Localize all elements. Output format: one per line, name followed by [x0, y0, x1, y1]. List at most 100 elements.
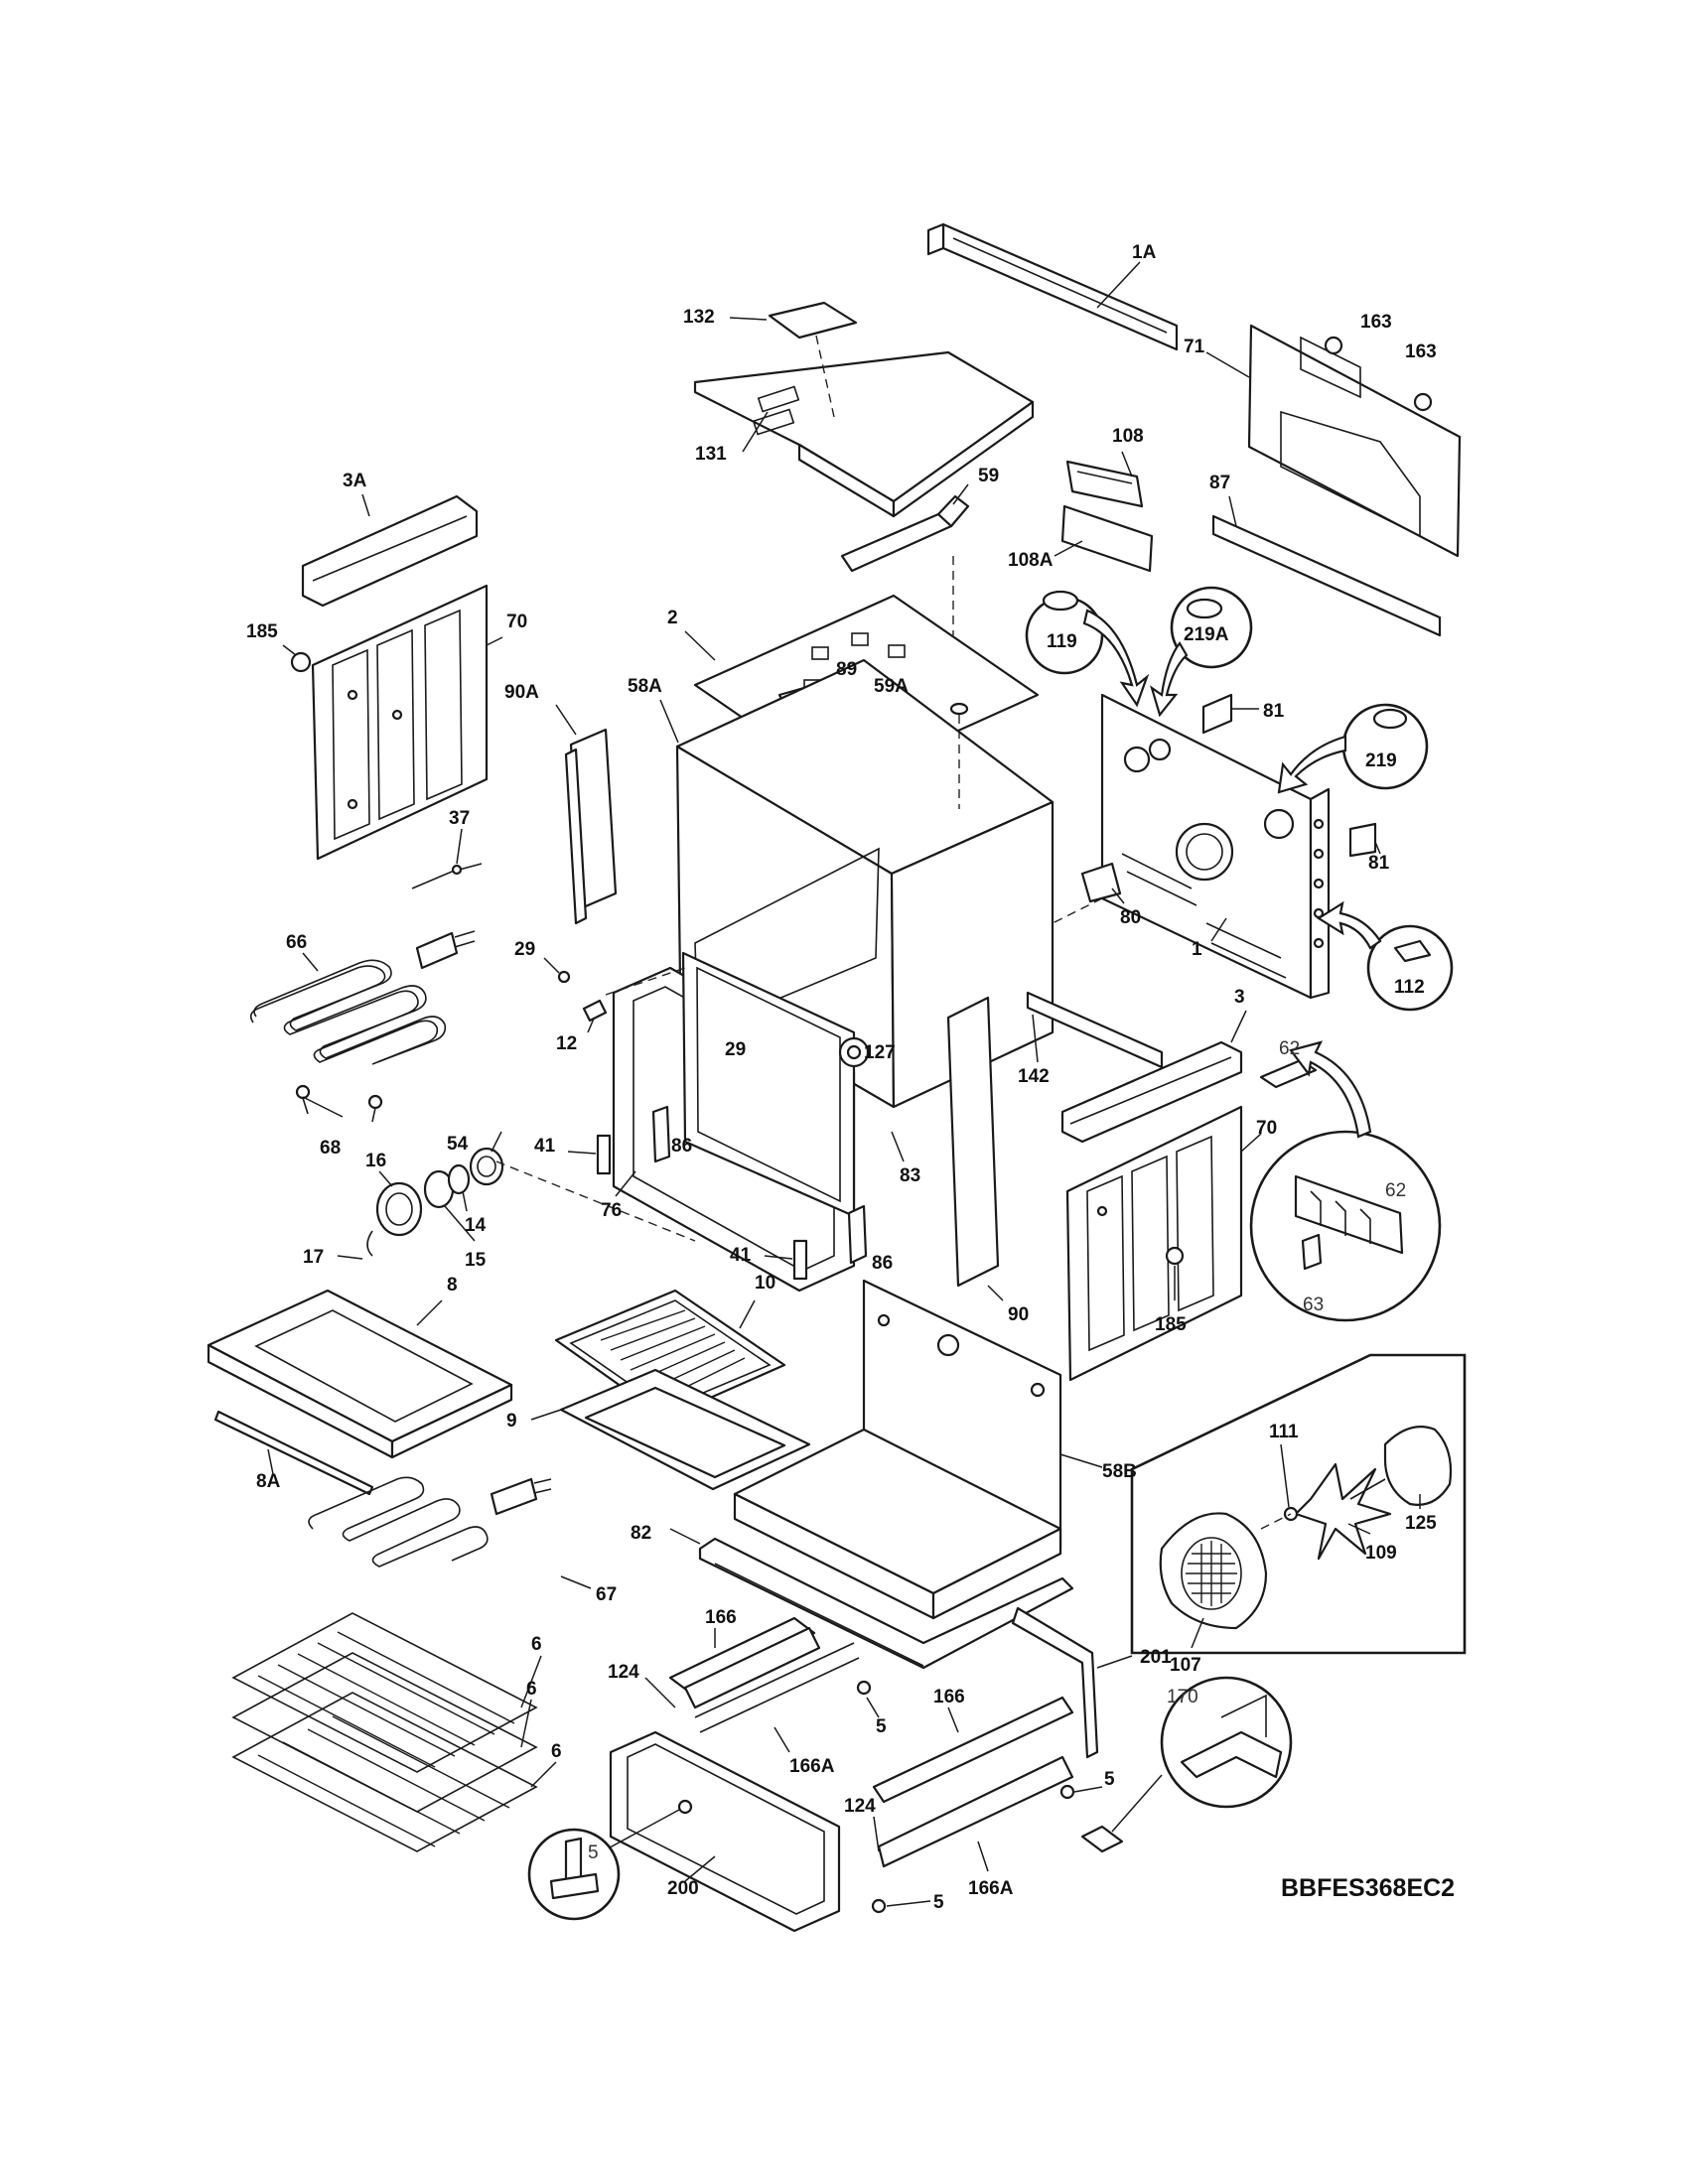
callout-132: 132: [683, 307, 715, 328]
callout-87: 87: [1209, 473, 1230, 493]
callout-90: 90: [1008, 1304, 1029, 1325]
part-90a-strip: [555, 704, 618, 925]
callout-16: 16: [365, 1151, 386, 1171]
part-8-door: [207, 1289, 513, 1496]
callout-131: 131: [695, 444, 727, 465]
callout-112: 112: [1394, 977, 1425, 998]
part-132-cover-plate: [729, 301, 858, 418]
callout-111: 111: [1269, 1422, 1299, 1442]
callout-59: 59: [978, 466, 999, 486]
part-41-hinge-left: [567, 1134, 808, 1281]
callout-109: 109: [1365, 1543, 1397, 1564]
part-66-broil-element: [249, 930, 476, 1065]
callout-41: 41: [534, 1136, 556, 1157]
part-83-shield: [891, 1131, 905, 1162]
callout-3: 3: [1234, 987, 1245, 1008]
callout-6: 6: [551, 1741, 562, 1762]
callout-71: 71: [1184, 337, 1205, 357]
callout-8a: 8A: [256, 1471, 281, 1492]
callout-62: 62: [1279, 1038, 1300, 1059]
callout-37: 37: [449, 808, 470, 829]
callout-70: 70: [1256, 1118, 1277, 1139]
callout-81: 81: [1368, 853, 1390, 874]
part-3a-left-rail: [301, 493, 479, 608]
part-76-front-frame: [612, 951, 856, 1293]
detail-170-bracket: [1080, 1676, 1293, 1853]
callout-125: 125: [1405, 1513, 1437, 1534]
detail-119: [1025, 590, 1150, 708]
callout-10: 10: [755, 1273, 775, 1294]
part-6-oven-racks: [231, 1612, 557, 1852]
callout-1a: 1A: [1132, 242, 1157, 263]
callout-166a: 166A: [789, 1756, 835, 1777]
callout-6: 6: [531, 1634, 542, 1655]
detail-5-leveling-leg: [527, 1828, 621, 1921]
model-code-label: BBFES368EC2: [1281, 1874, 1455, 1902]
part-81-bracket: [1201, 693, 1381, 858]
callout-5: 5: [588, 1843, 599, 1863]
part-201-rail: [1011, 1606, 1133, 1759]
detail-219a: [1150, 586, 1253, 718]
part-80-bracket: [1080, 862, 1125, 904]
callout-3a: 3A: [343, 471, 367, 491]
callout-59a: 59A: [874, 676, 909, 697]
part-1-back-panel: [1052, 693, 1331, 1000]
part-37-wire: [411, 828, 483, 889]
detail-62-terminal-block: [1249, 1040, 1442, 1322]
callout-185: 185: [246, 621, 278, 642]
callout-41: 41: [730, 1245, 752, 1266]
callout-200: 200: [667, 1878, 699, 1899]
callout-17: 17: [303, 1247, 324, 1268]
callout-80: 80: [1120, 907, 1141, 928]
callout-5: 5: [876, 1716, 887, 1737]
part-127-lamp-socket: [838, 1036, 870, 1068]
callout-29: 29: [725, 1039, 746, 1060]
callout-127: 127: [864, 1042, 896, 1063]
callout-54: 54: [447, 1134, 469, 1155]
callout-86: 86: [872, 1253, 893, 1274]
callout-119: 119: [1047, 631, 1077, 652]
callout-66: 66: [286, 932, 307, 953]
callout-124: 124: [844, 1796, 876, 1817]
callout-142: 142: [1018, 1066, 1050, 1087]
callout-70: 70: [506, 612, 527, 632]
callout-219: 219: [1365, 751, 1397, 771]
part-86-hinge-receptacle: [651, 1105, 868, 1265]
part-58b-lower-cavity: [733, 1279, 1103, 1620]
callout-163: 163: [1405, 341, 1437, 362]
callout-107: 107: [1170, 1655, 1201, 1676]
part-lamp-assembly: [337, 1131, 696, 1260]
callout-166a: 166A: [968, 1878, 1014, 1899]
callout-82: 82: [631, 1523, 651, 1544]
callout-1: 1: [1192, 939, 1202, 960]
part-58a-upper-cavity: [659, 658, 1055, 1109]
callout-58a: 58A: [628, 676, 662, 697]
callout-170: 170: [1167, 1687, 1198, 1707]
callout-201: 201: [1140, 1647, 1172, 1668]
callout-6: 6: [526, 1679, 537, 1700]
part-200-drawer-front: [609, 1730, 841, 1933]
part-142-bracket: [1026, 991, 1164, 1069]
part-70-right-panel: [1065, 1105, 1262, 1382]
callout-108a: 108A: [1008, 550, 1054, 571]
part-108-element: [1054, 451, 1154, 573]
callout-76: 76: [601, 1200, 622, 1221]
part-71-rear-panel: [1205, 324, 1462, 637]
callout-12: 12: [556, 1033, 577, 1054]
callout-67: 67: [596, 1584, 617, 1605]
part-67-bake-element: [308, 1476, 592, 1589]
callout-108: 108: [1112, 426, 1144, 447]
detail-convection-fan: [1130, 1353, 1467, 1655]
part-82-frame: [669, 1528, 1074, 1670]
callout-labels: 1A 163 163 132 71 108 131 59 87 3A 108A …: [246, 242, 1455, 1913]
callout-9: 9: [506, 1411, 517, 1432]
part-29-12-screws: [543, 957, 686, 1033]
callout-2: 2: [667, 608, 678, 628]
part-70-left-panel: [282, 584, 503, 861]
callout-166: 166: [933, 1687, 965, 1707]
callout-89: 89: [836, 659, 857, 680]
part-59-tube: [840, 483, 970, 635]
callout-185: 185: [1155, 1314, 1187, 1335]
part-5-legs: [600, 1680, 1103, 1914]
